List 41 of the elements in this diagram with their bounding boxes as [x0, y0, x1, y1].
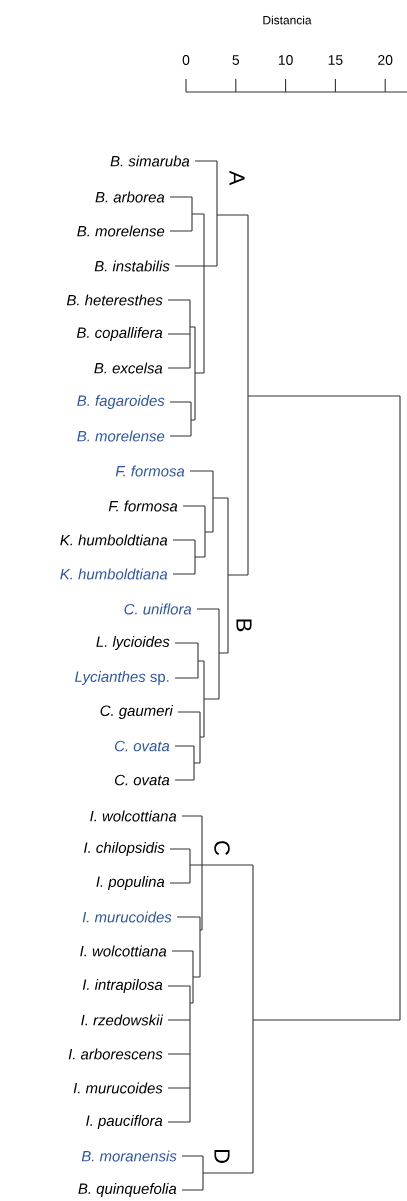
cluster-letter: A [229, 170, 245, 186]
species-label: C. gaumeri [100, 705, 174, 719]
species-label: B. morelense [77, 225, 165, 237]
species-label: I. rzedowskii [81, 1014, 164, 1026]
species-label: L. lycioides [96, 636, 170, 650]
species-label: C. uniflora [124, 603, 192, 615]
species-label: I. pauciflora [86, 1115, 163, 1129]
species-label: I. murucoides [73, 1082, 163, 1094]
tick-label: 10 [278, 55, 293, 65]
species-label: B. quinquefolia [78, 1183, 177, 1197]
species-label: K. humboldtiana [60, 568, 168, 580]
cluster-letter: C [214, 841, 230, 856]
species-label: B. instabilis [94, 260, 170, 272]
species-label: I. wolcottiana [80, 945, 167, 957]
cluster-letter: B [236, 619, 252, 632]
tick-label: 20 [378, 55, 393, 65]
species-label: K. humboldtiana [60, 534, 168, 546]
species-label: B. excelsa [94, 362, 163, 374]
species-label: B. arborea [95, 191, 165, 203]
tick-label: 15 [328, 55, 343, 65]
species-label: B. morelense [77, 430, 165, 442]
species-label: I. murucoides [82, 911, 172, 923]
species-label: I. arborescens [68, 1048, 163, 1060]
species-label: C. ovata [115, 774, 170, 786]
tick-label: 0 [182, 55, 190, 65]
species-label: Lycianthes sp. [75, 671, 169, 685]
species-label: B. fagaroides [77, 395, 165, 409]
species-label: I. chilopsidis [84, 842, 165, 856]
species-label: C. ovata [115, 740, 170, 752]
axis-title: Distancia [263, 15, 312, 25]
cluster-letter: D [214, 1149, 230, 1163]
species-label: I. intrapilosa [82, 979, 163, 993]
species-label: B. copallifera [76, 327, 163, 341]
species-label: I. populina [96, 876, 165, 890]
species-label: B. moranensis [81, 1150, 177, 1162]
species-label: I. wolcottiana [90, 810, 177, 822]
species-label: B. simaruba [110, 155, 190, 167]
tick-label: 5 [232, 55, 240, 65]
species-label: F. formosa [108, 500, 178, 512]
species-label: F. formosa [115, 465, 185, 477]
species-label: B. heteresthes [66, 294, 163, 306]
